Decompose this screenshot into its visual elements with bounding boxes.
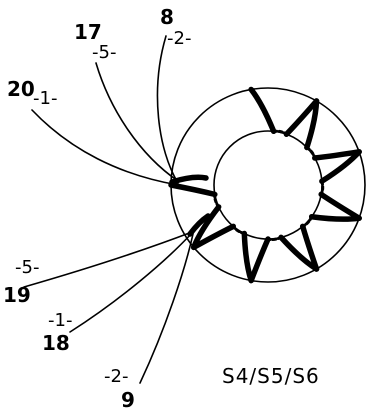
lead-wire-9: [139, 233, 194, 384]
terminal-labels: 17 -5- 8 -2- 20 -1- -5- 19 -1- 18 -2- 9: [3, 5, 191, 412]
coil-segment: [248, 86, 277, 135]
label-19: 19: [3, 283, 31, 307]
caption: S4/S5/S6: [222, 364, 320, 388]
label-8: 8: [160, 5, 174, 29]
coil-segment: [190, 204, 222, 251]
lead-wires-upper: [31, 35, 209, 186]
coil-segment: [278, 234, 320, 272]
coil-return-segment: [168, 182, 218, 198]
label-17: 17: [74, 20, 102, 44]
coil-segment: [304, 98, 320, 151]
label-9-code: -2-: [104, 366, 128, 387]
lead-wire-17: [95, 62, 179, 182]
coil-segment: [319, 149, 362, 184]
label-9: 9: [121, 388, 135, 412]
lead-wires-lower: [23, 213, 211, 384]
lead-wire-18: [69, 232, 193, 333]
lead-wire-19: [23, 231, 193, 288]
label-18-code: -1-: [48, 310, 72, 331]
label-19-code: -5-: [15, 257, 39, 278]
lead-bundle-lower: [187, 213, 211, 237]
label-18: 18: [42, 331, 70, 355]
label-20: 20: [7, 77, 35, 101]
lead-bundle-upper: [169, 174, 209, 185]
lead-wire-8: [156, 35, 179, 184]
coil-segment: [241, 230, 254, 284]
label-8-code: -2-: [167, 28, 191, 49]
coil-return-segment: [318, 191, 362, 221]
coil-segment: [308, 213, 362, 222]
coil-return-segment: [248, 236, 271, 284]
lead-wire-20: [31, 109, 179, 186]
label-20-code: -1-: [33, 88, 57, 109]
label-17-code: -5-: [92, 42, 116, 63]
coil-windings: [168, 86, 362, 284]
